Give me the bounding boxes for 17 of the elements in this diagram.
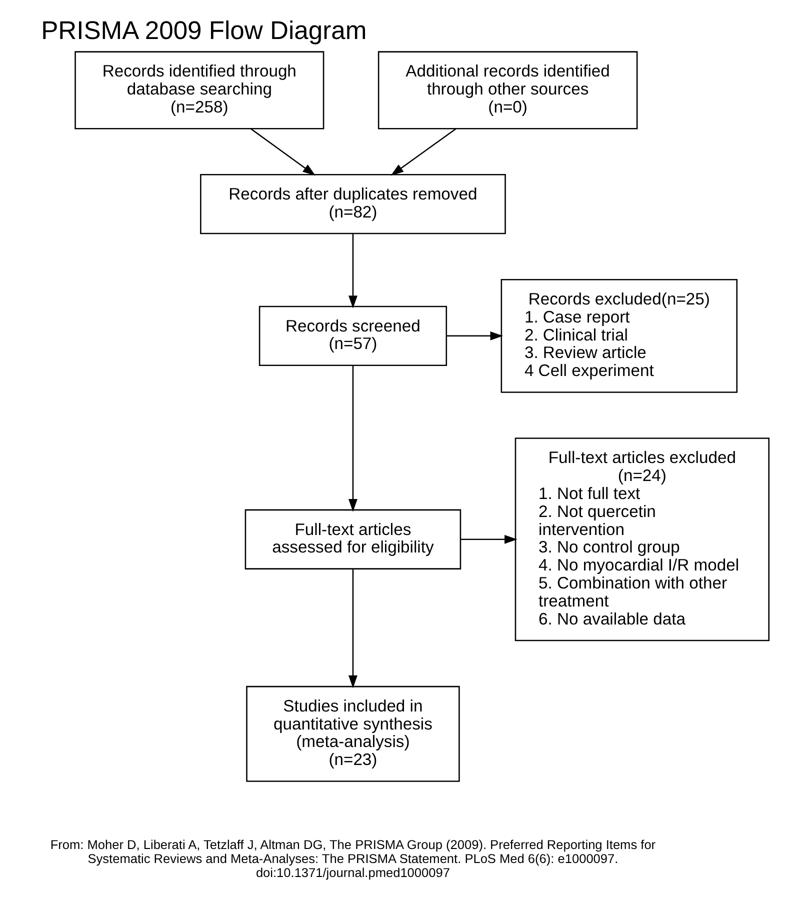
arrow (348, 234, 358, 308)
arrow (460, 534, 518, 544)
arrow (348, 568, 358, 688)
node-box: Full-text articles assessed for eligibility (244, 509, 462, 570)
node-box: Studies included in quantitative synthesis (meta-analysis) (n=23) (246, 686, 460, 782)
node-box: Records after duplicates removed (n=82) (200, 174, 506, 234)
arrow (390, 128, 456, 176)
arrow (348, 366, 358, 512)
arrow (446, 331, 504, 340)
diagram-title: PRISMA 2009 Flow Diagram (41, 17, 367, 46)
node-box: Full-text articles excluded (n=24) 1. Not full text 2. Not quercetin intervention 3. No control group 4. No myocardial I/R model 5. Combination with other treatment 6. No available data (514, 438, 770, 642)
node-box: Records identified through database searching (n=258) (74, 51, 324, 130)
node-box: Additional records identified through other sources (n=0) (378, 51, 638, 130)
caption: From: Moher D, Liberati A, Tetzlaff J, Altman DG, The PRISMA Group (2009). Preferred Reporting Items for Systematic Reviews and Meta-Analyses: The PRISMA Statement. PLoS Med 6(6): e1000097. doi:10.1371/journal.pmed1000097 (50, 837, 656, 880)
arrow (250, 128, 316, 176)
node-box: Records excluded(n=25) 1. Case report 2. Clinical trial 3. Review article 4 Cell experiment (500, 278, 738, 393)
node-box: Records screened (n=57) (258, 306, 448, 366)
